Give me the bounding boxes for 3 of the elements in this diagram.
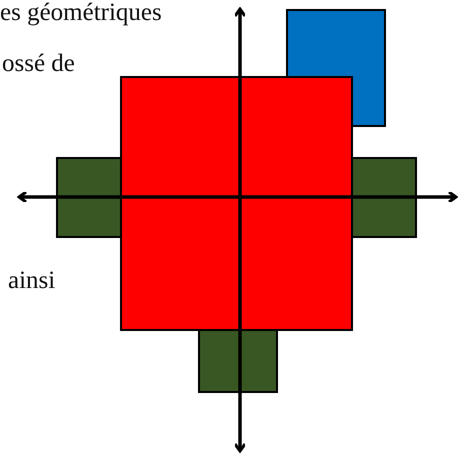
text-fragment: ainsi [8,268,56,293]
text-fragment: es géométriques [0,0,162,25]
text-fragment: ossé de [2,51,75,76]
